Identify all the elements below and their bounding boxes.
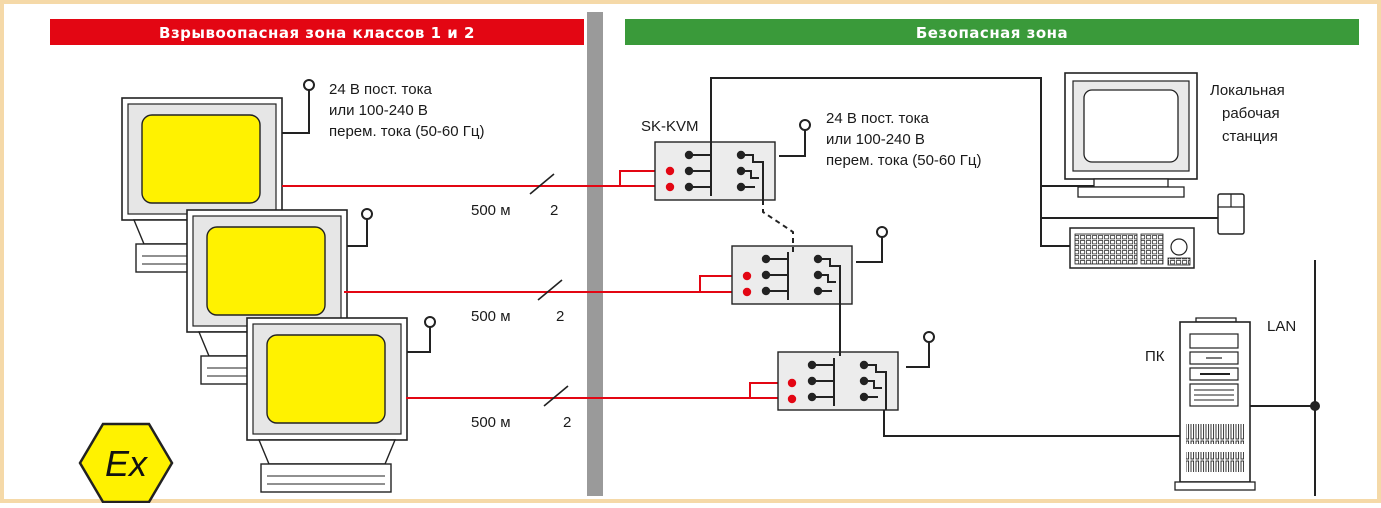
link-2-distance: 500 м [471,308,511,325]
remote-monitor-3 [246,317,408,493]
power-right-line2: или 100-240 В [826,131,925,148]
kvm-unit-3 [777,351,899,411]
power-left-line3: перем. тока (50-60 Гц) [329,123,484,140]
pc-label: ПК [1145,348,1165,365]
mouse-icon [1217,193,1245,235]
cable-slashes [529,173,569,407]
power-right-line3: перем. тока (50-60 Гц) [826,152,981,169]
link-3-count: 2 [563,414,571,431]
hazardous-zone-title: Взрывоопасная зона классов 1 и 2 [159,24,475,42]
workstation-line1: Локальная [1210,82,1285,99]
local-monitor [1064,72,1198,198]
link-2-count: 2 [556,308,564,325]
power-left-line1: 24 В пост. тока [329,81,432,98]
safe-zone-header [625,19,1359,45]
power-left-line2: или 100-240 В [329,102,428,119]
lan-label: LAN [1267,318,1296,335]
keyboard-icon [1069,227,1195,269]
hazardous-zone-header [50,19,584,45]
pc-tower-icon [1174,317,1256,491]
black-cables [710,77,1316,496]
ex-symbol-text: Ex [105,443,149,484]
kvm-red-ports [665,166,797,404]
kvm-label: SK-KVM [641,118,699,135]
link-1-count: 2 [550,202,558,219]
workstation-line3: станция [1222,128,1278,145]
power-plug-icons [282,79,935,368]
safe-zone-title: Безопасная зона [916,24,1068,42]
link-1-distance: 500 м [471,202,511,219]
power-right-line1: 24 В пост. тока [826,110,929,127]
workstation-line2: рабочая [1222,105,1280,122]
lan-junction [1310,401,1320,411]
signal-cables [282,170,792,399]
link-3-distance: 500 м [471,414,511,431]
zone-divider [587,12,603,496]
ex-hazard-icon: Ex [78,422,174,504]
